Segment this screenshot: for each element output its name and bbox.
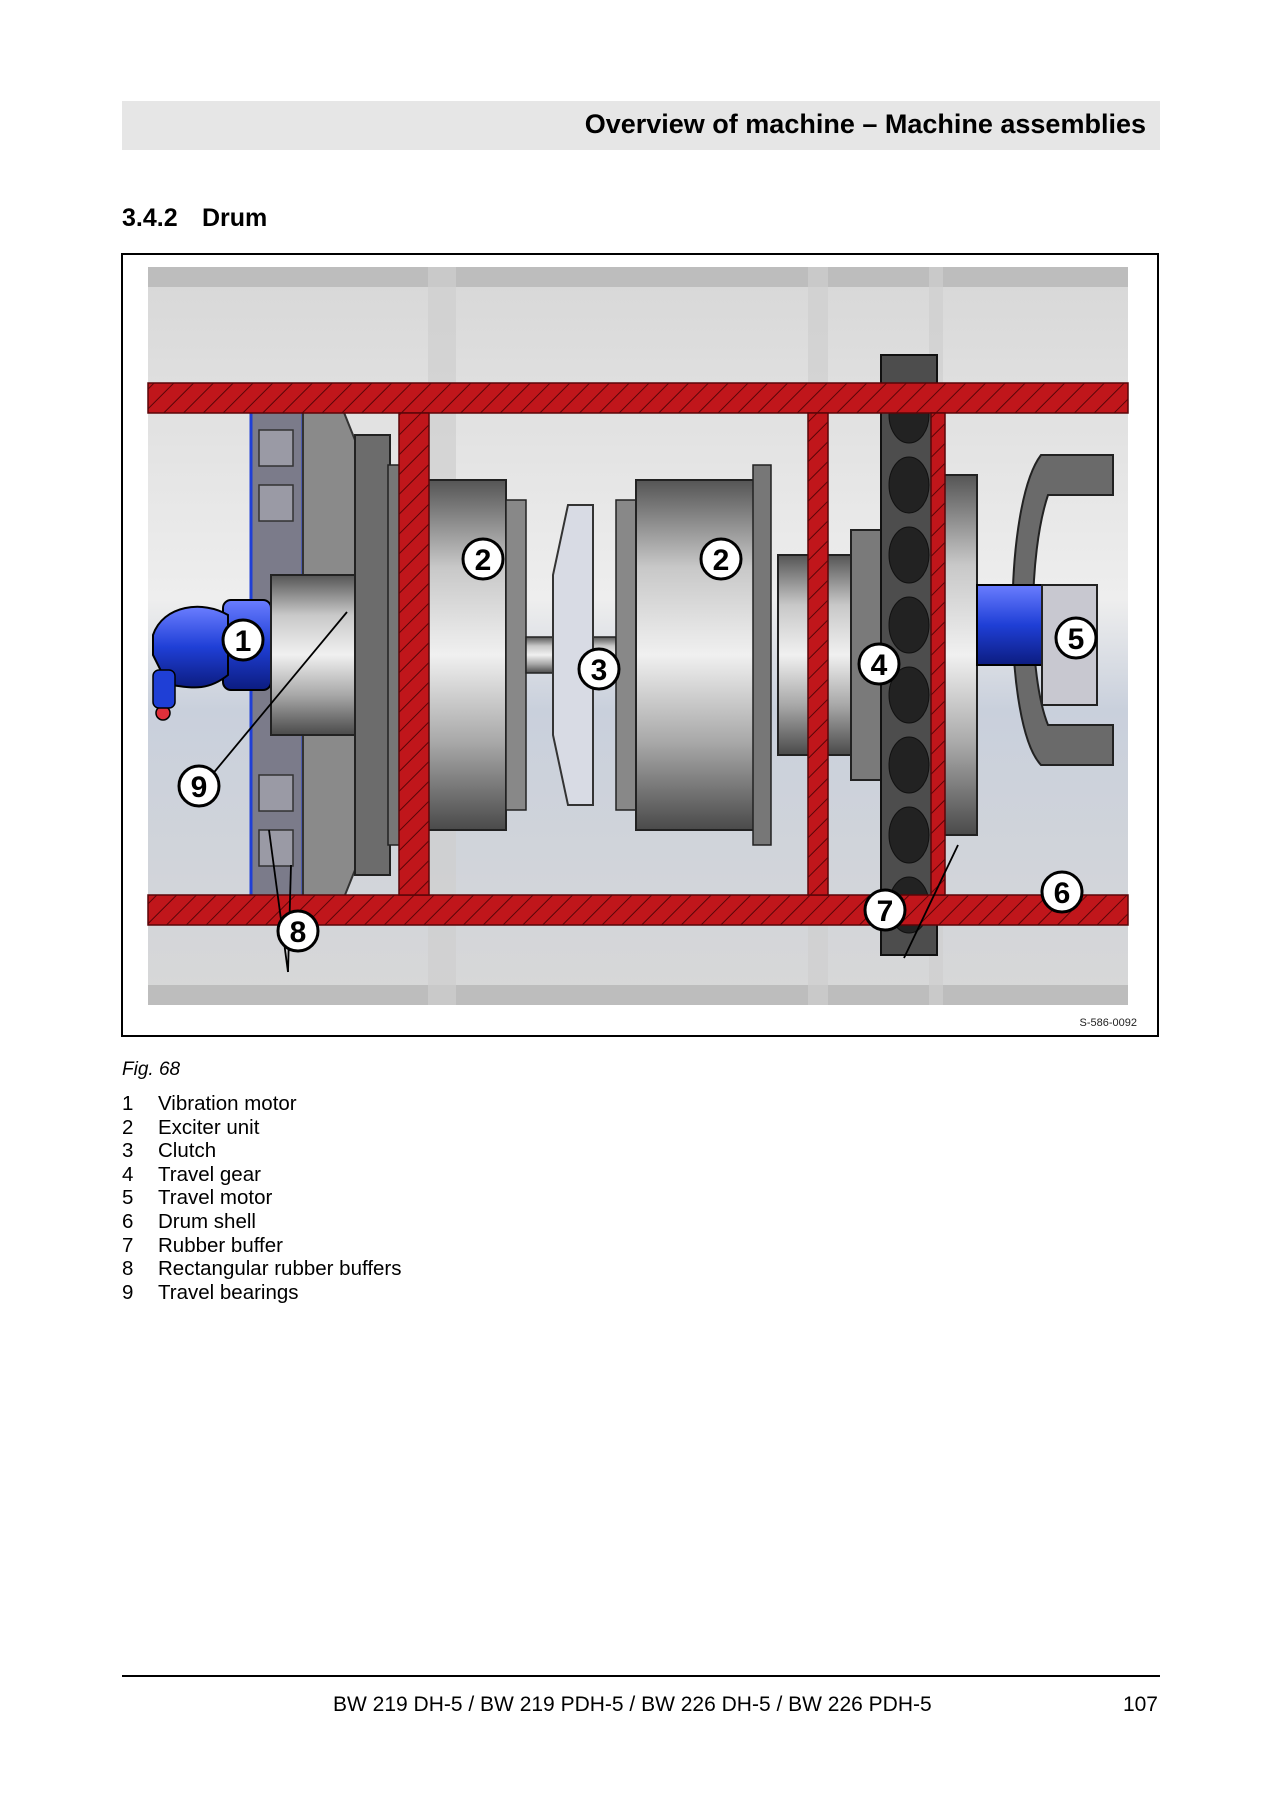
callout-1: 1 — [221, 618, 265, 662]
page-header-title: Overview of machine – Machine assemblies — [584, 109, 1146, 139]
page-number: 107 — [1122, 1693, 1158, 1716]
section-heading: 3.4.2 Drum — [122, 204, 267, 233]
exciter-unit-right — [615, 499, 637, 811]
drum-figure: 1 2 2 3 4 5 6 — [121, 253, 1159, 1037]
callout-3: 3 — [577, 647, 621, 691]
figure-caption: Fig. 68 — [122, 1059, 181, 1080]
travel-motor-bracket — [1011, 454, 1114, 766]
callout-2-left: 2 — [461, 537, 505, 581]
svg-text:3: 3 — [591, 654, 608, 687]
callout-4: 4 — [857, 642, 901, 686]
drawing-id: S-586-0092 — [1079, 1017, 1138, 1029]
svg-text:7: 7 — [877, 895, 894, 928]
callout-7: 7 — [863, 888, 907, 932]
footer-model-list: BW 219 DH-5 / BW 219 PDH-5 / BW 226 DH-5… — [333, 1693, 932, 1716]
callout-6: 6 — [1040, 870, 1084, 914]
svg-text:8: 8 — [290, 916, 307, 949]
svg-text:1: 1 — [235, 625, 252, 658]
svg-text:9: 9 — [191, 771, 208, 804]
svg-text:6: 6 — [1054, 877, 1071, 910]
svg-text:2: 2 — [713, 544, 730, 577]
drum-cutaway-drawing: 1 2 2 3 4 5 6 — [147, 267, 1129, 1005]
header-band: Overview of machine – Machine assemblies — [122, 101, 1160, 150]
callout-5: 5 — [1054, 616, 1098, 660]
callout-8: 8 — [276, 909, 320, 953]
callout-2-right: 2 — [699, 537, 743, 581]
svg-text:4: 4 — [871, 649, 888, 682]
svg-text:2: 2 — [475, 544, 492, 577]
callout-9: 9 — [177, 764, 221, 808]
section-title: Drum — [202, 204, 268, 232]
section-frame — [147, 382, 1129, 926]
footer-rule — [122, 1675, 1160, 1677]
section-number: 3.4.2 — [122, 204, 178, 232]
svg-text:5: 5 — [1068, 623, 1085, 656]
clutch — [552, 504, 594, 806]
